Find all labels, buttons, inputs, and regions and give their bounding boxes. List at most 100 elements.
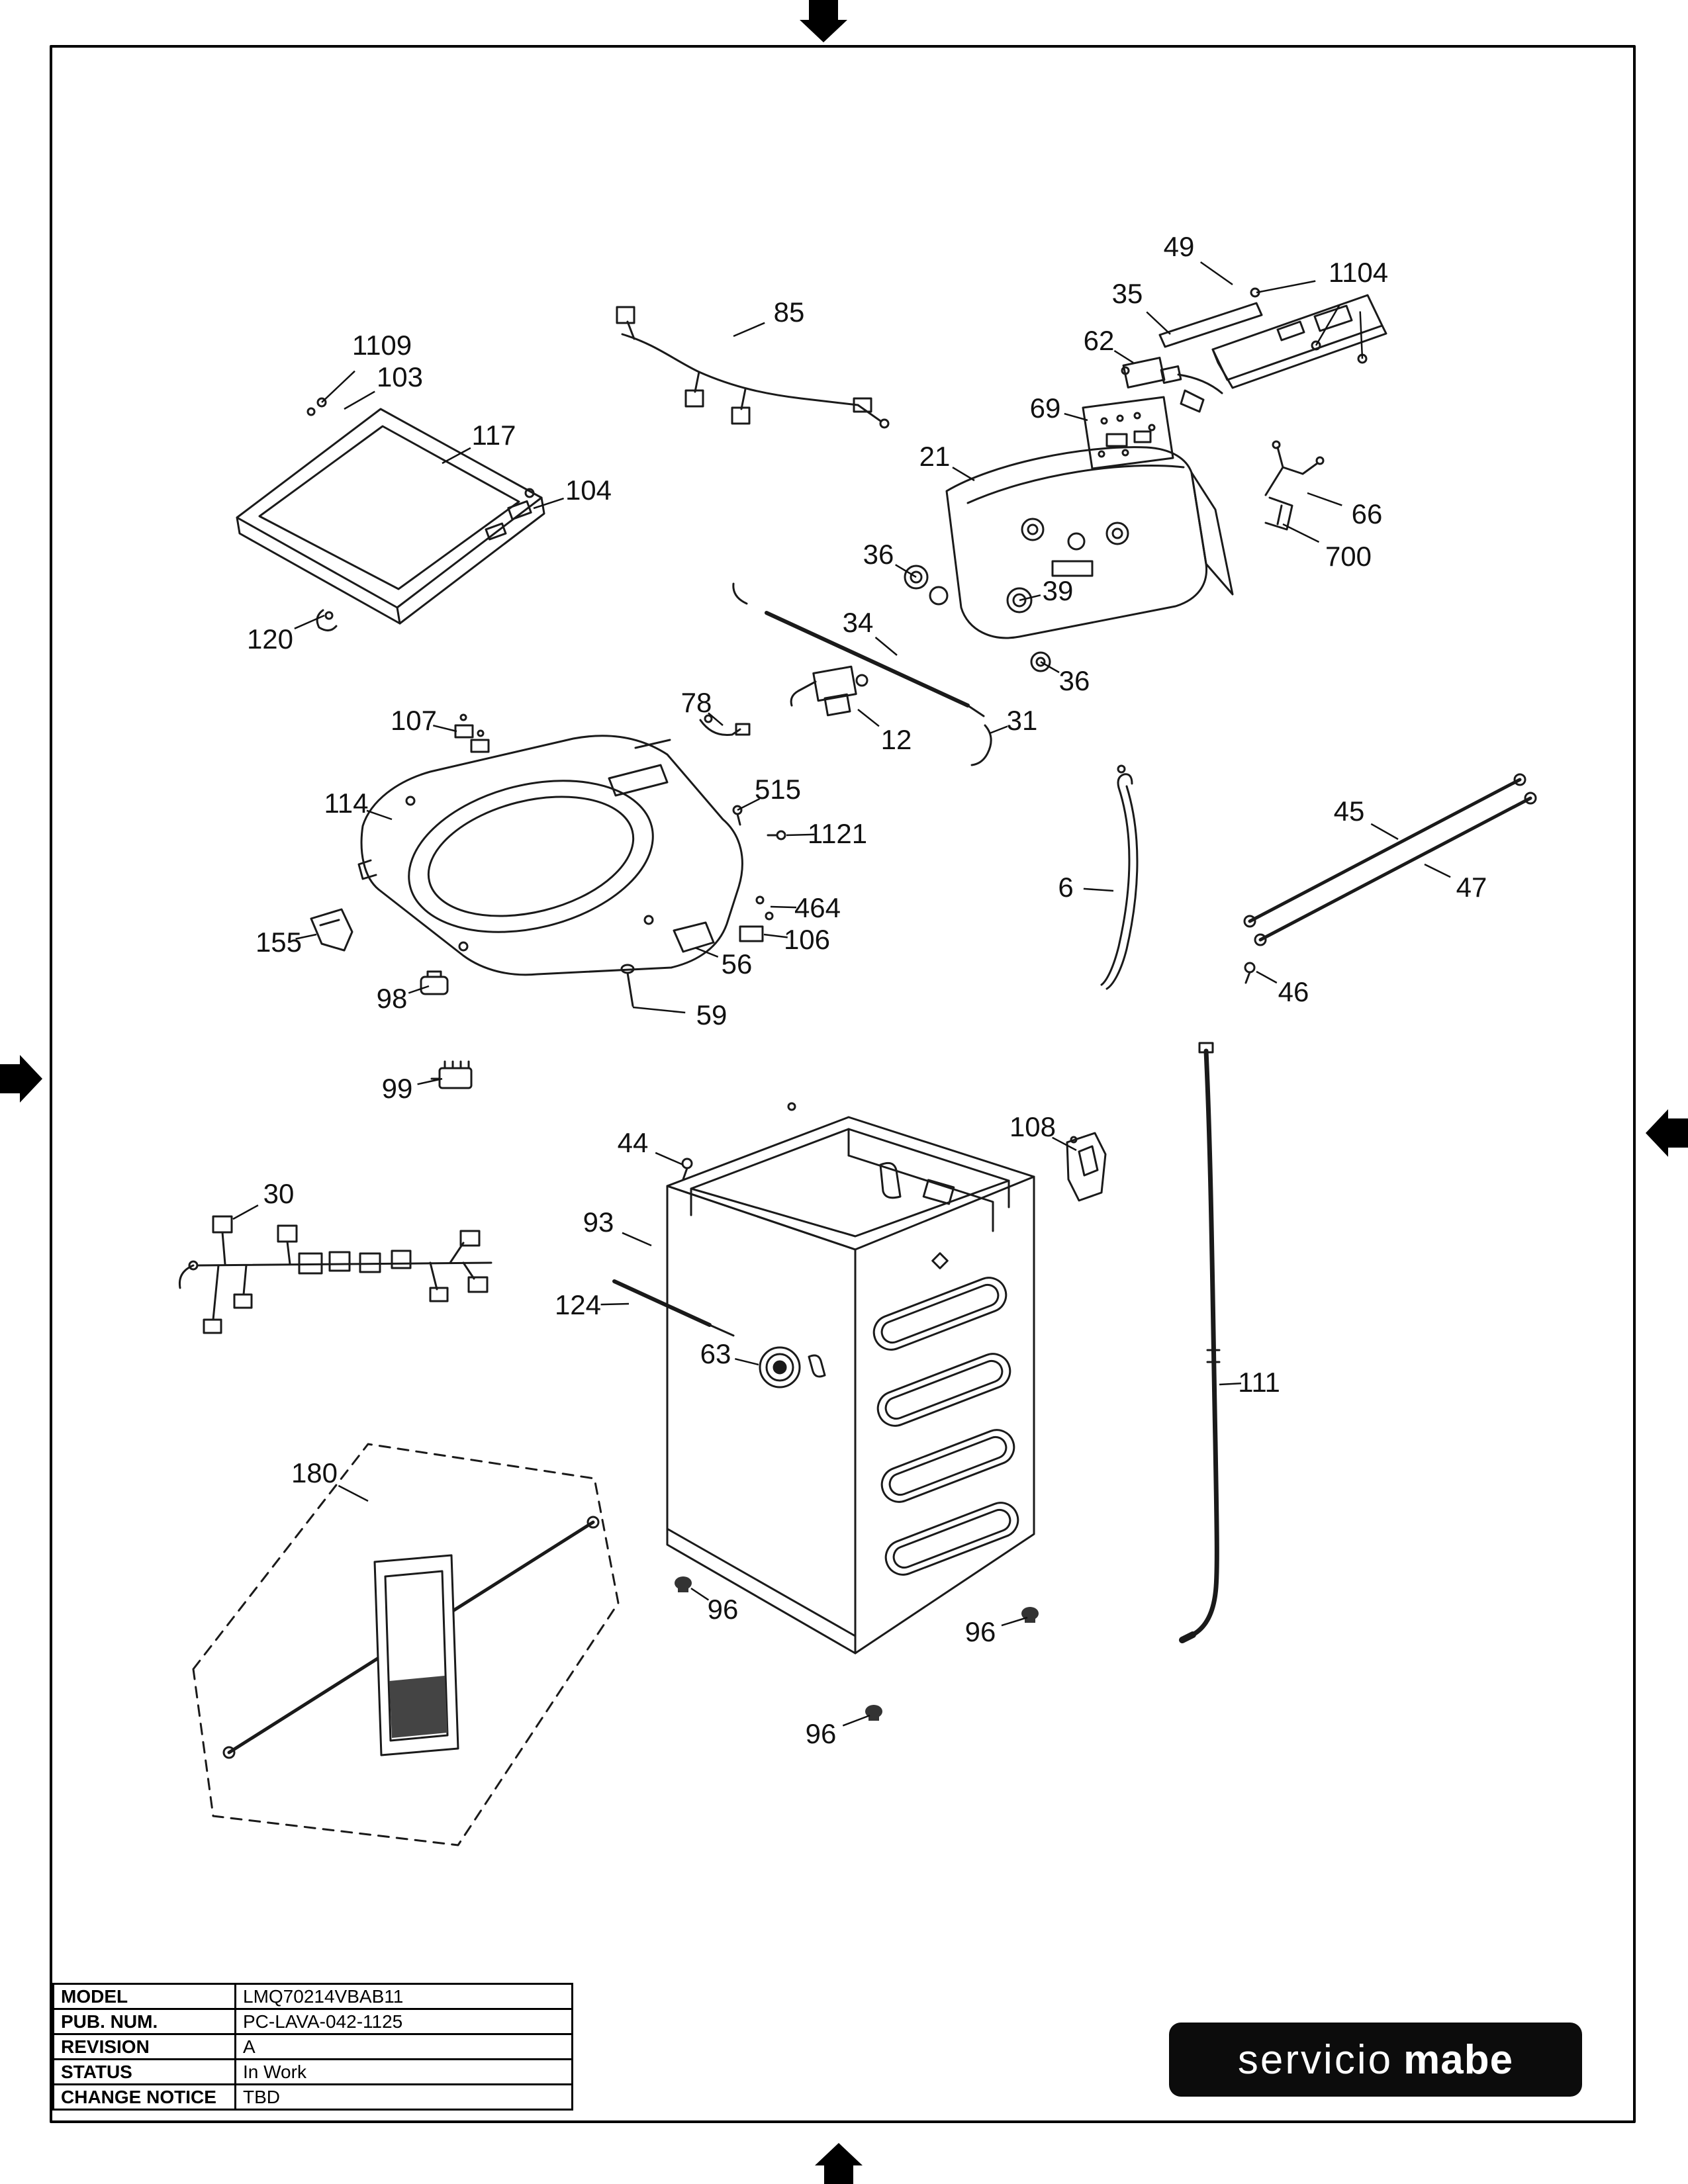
part-callout-62: 62: [1084, 325, 1115, 356]
part-callout-515: 515: [755, 774, 801, 805]
board-62-drawing: [1121, 357, 1223, 413]
pressure-hose-6-drawing: [1100, 764, 1139, 990]
clip-78-drawing: [699, 714, 751, 737]
leader-line-700: [1282, 523, 1320, 543]
part-callout-66: 66: [1352, 498, 1383, 529]
title-block-row-pubnum: PUB. NUM. PC-LAVA-042-1125: [52, 2008, 573, 2035]
leader-line-96: [842, 1714, 870, 1727]
rod-124-drawing: [612, 1279, 735, 1337]
title-block-label: STATUS: [52, 2058, 236, 2085]
part-callout-1104: 1104: [1329, 257, 1388, 288]
mabe-logo: servicio mabe: [1169, 2023, 1582, 2097]
leader-line-12: [857, 709, 880, 727]
leader-line-515: [737, 797, 761, 811]
part-callout-63: 63: [700, 1338, 731, 1369]
leader-line-6: [1083, 887, 1114, 892]
part-callout-464: 464: [794, 892, 841, 923]
leader-line-34: [874, 637, 898, 656]
leader-line-46: [1256, 970, 1278, 984]
drain-hose-111-drawing: [1179, 1042, 1221, 1643]
leader-line-93: [622, 1232, 652, 1247]
part-callout-47: 47: [1456, 872, 1487, 903]
leader-line-96: [1001, 1616, 1028, 1627]
leader-line-35: [1146, 311, 1171, 335]
screw-59-drawing: [620, 964, 635, 1007]
leader-line-104: [533, 497, 564, 510]
leader-line-114: [366, 809, 393, 821]
crop-mark-bottom: [815, 2143, 863, 2184]
rear-panel-49-drawing: [1211, 287, 1387, 389]
leader-line-180: [338, 1484, 369, 1502]
logo-mabe-text: mabe: [1403, 2036, 1514, 2083]
leader-line-49: [1199, 261, 1233, 286]
leader-line-45: [1370, 823, 1399, 841]
wire-harness-85-drawing: [616, 306, 890, 429]
grommet-63-drawing: [759, 1346, 826, 1388]
cabinet-93-drawing: [666, 1102, 1035, 1655]
part-callout-35: 35: [1112, 278, 1143, 309]
page-border: [50, 45, 1636, 2123]
part-callout-49: 49: [1164, 231, 1195, 262]
leader-line-30: [232, 1205, 259, 1220]
title-block-value: PC-LAVA-042-1125: [234, 2008, 573, 2035]
logo-servicio-text: servicio: [1237, 2036, 1393, 2083]
part-callout-36: 36: [1059, 665, 1090, 696]
part-callout-120: 120: [247, 623, 293, 655]
part-callout-30: 30: [263, 1178, 295, 1209]
part-callout-44: 44: [618, 1127, 649, 1158]
part-callout-96: 96: [708, 1594, 739, 1625]
title-block-value: In Work: [234, 2058, 573, 2085]
leader-line-63: [735, 1357, 759, 1366]
part-callout-34: 34: [843, 607, 874, 638]
part-callout-104: 104: [565, 475, 612, 506]
leader-line-62: [1113, 349, 1134, 364]
part-callout-1109: 1109: [352, 330, 412, 361]
part-callout-103: 103: [377, 361, 423, 392]
part-callout-59: 59: [696, 999, 727, 1030]
title-block-row-changenotice: CHANGE NOTICE TBD: [52, 2083, 573, 2111]
part-callout-99: 99: [382, 1073, 413, 1104]
wire-harness-30-drawing: [178, 1215, 492, 1334]
crop-mark-right: [1646, 1109, 1688, 1157]
part-callout-78: 78: [681, 687, 712, 718]
leader-line-155: [295, 933, 317, 940]
crop-mark-top: [800, 0, 847, 42]
leader-line-85: [733, 322, 765, 338]
title-block-label: MODEL: [52, 1983, 236, 2010]
part-callout-85: 85: [774, 296, 805, 328]
leader-line-31: [989, 725, 1008, 735]
valve-12-drawing: [790, 665, 868, 717]
leader-line-99: [417, 1077, 443, 1085]
leader-line-69: [1064, 412, 1088, 422]
part-callout-56: 56: [722, 948, 753, 979]
part-callout-180: 180: [291, 1457, 338, 1488]
bracket-155-drawing: [310, 908, 353, 952]
leader-line-78: [708, 712, 724, 726]
fasteners-drawing: [673, 805, 786, 953]
title-block-label: CHANGE NOTICE: [52, 2083, 236, 2111]
leader-line-111: [1219, 1383, 1242, 1386]
title-block-row-model: MODEL LMQ70214VBAB11: [52, 1983, 573, 2010]
title-block: MODEL LMQ70214VBAB11 PUB. NUM. PC-LAVA-0…: [52, 1983, 573, 2111]
leader-line-106: [763, 933, 788, 938]
callout-layer: 4911043562698521667001109103117104120363…: [232, 231, 1487, 1749]
part-callout-96: 96: [806, 1718, 837, 1749]
leader-line-117: [442, 447, 471, 465]
part-callout-1121: 1121: [808, 818, 867, 849]
leader-line-96: [690, 1587, 710, 1601]
leader-line-39: [1019, 594, 1041, 602]
part-callout-114: 114: [324, 788, 369, 819]
leader-line-44: [655, 1152, 684, 1166]
control-panel-21-drawing: [945, 446, 1234, 639]
part-callout-96: 96: [965, 1616, 996, 1647]
part-callout-36: 36: [863, 539, 894, 570]
shipping-rod-180-drawing: [192, 1443, 620, 1846]
bracket-108-drawing: [1066, 1132, 1107, 1202]
part-callout-106: 106: [784, 924, 830, 955]
part-callout-111: 111: [1238, 1367, 1280, 1398]
part-callout-108: 108: [1009, 1111, 1056, 1142]
crop-mark-left: [0, 1055, 42, 1103]
leader-line-21: [952, 467, 975, 482]
leader-line-1104: [1359, 311, 1364, 359]
